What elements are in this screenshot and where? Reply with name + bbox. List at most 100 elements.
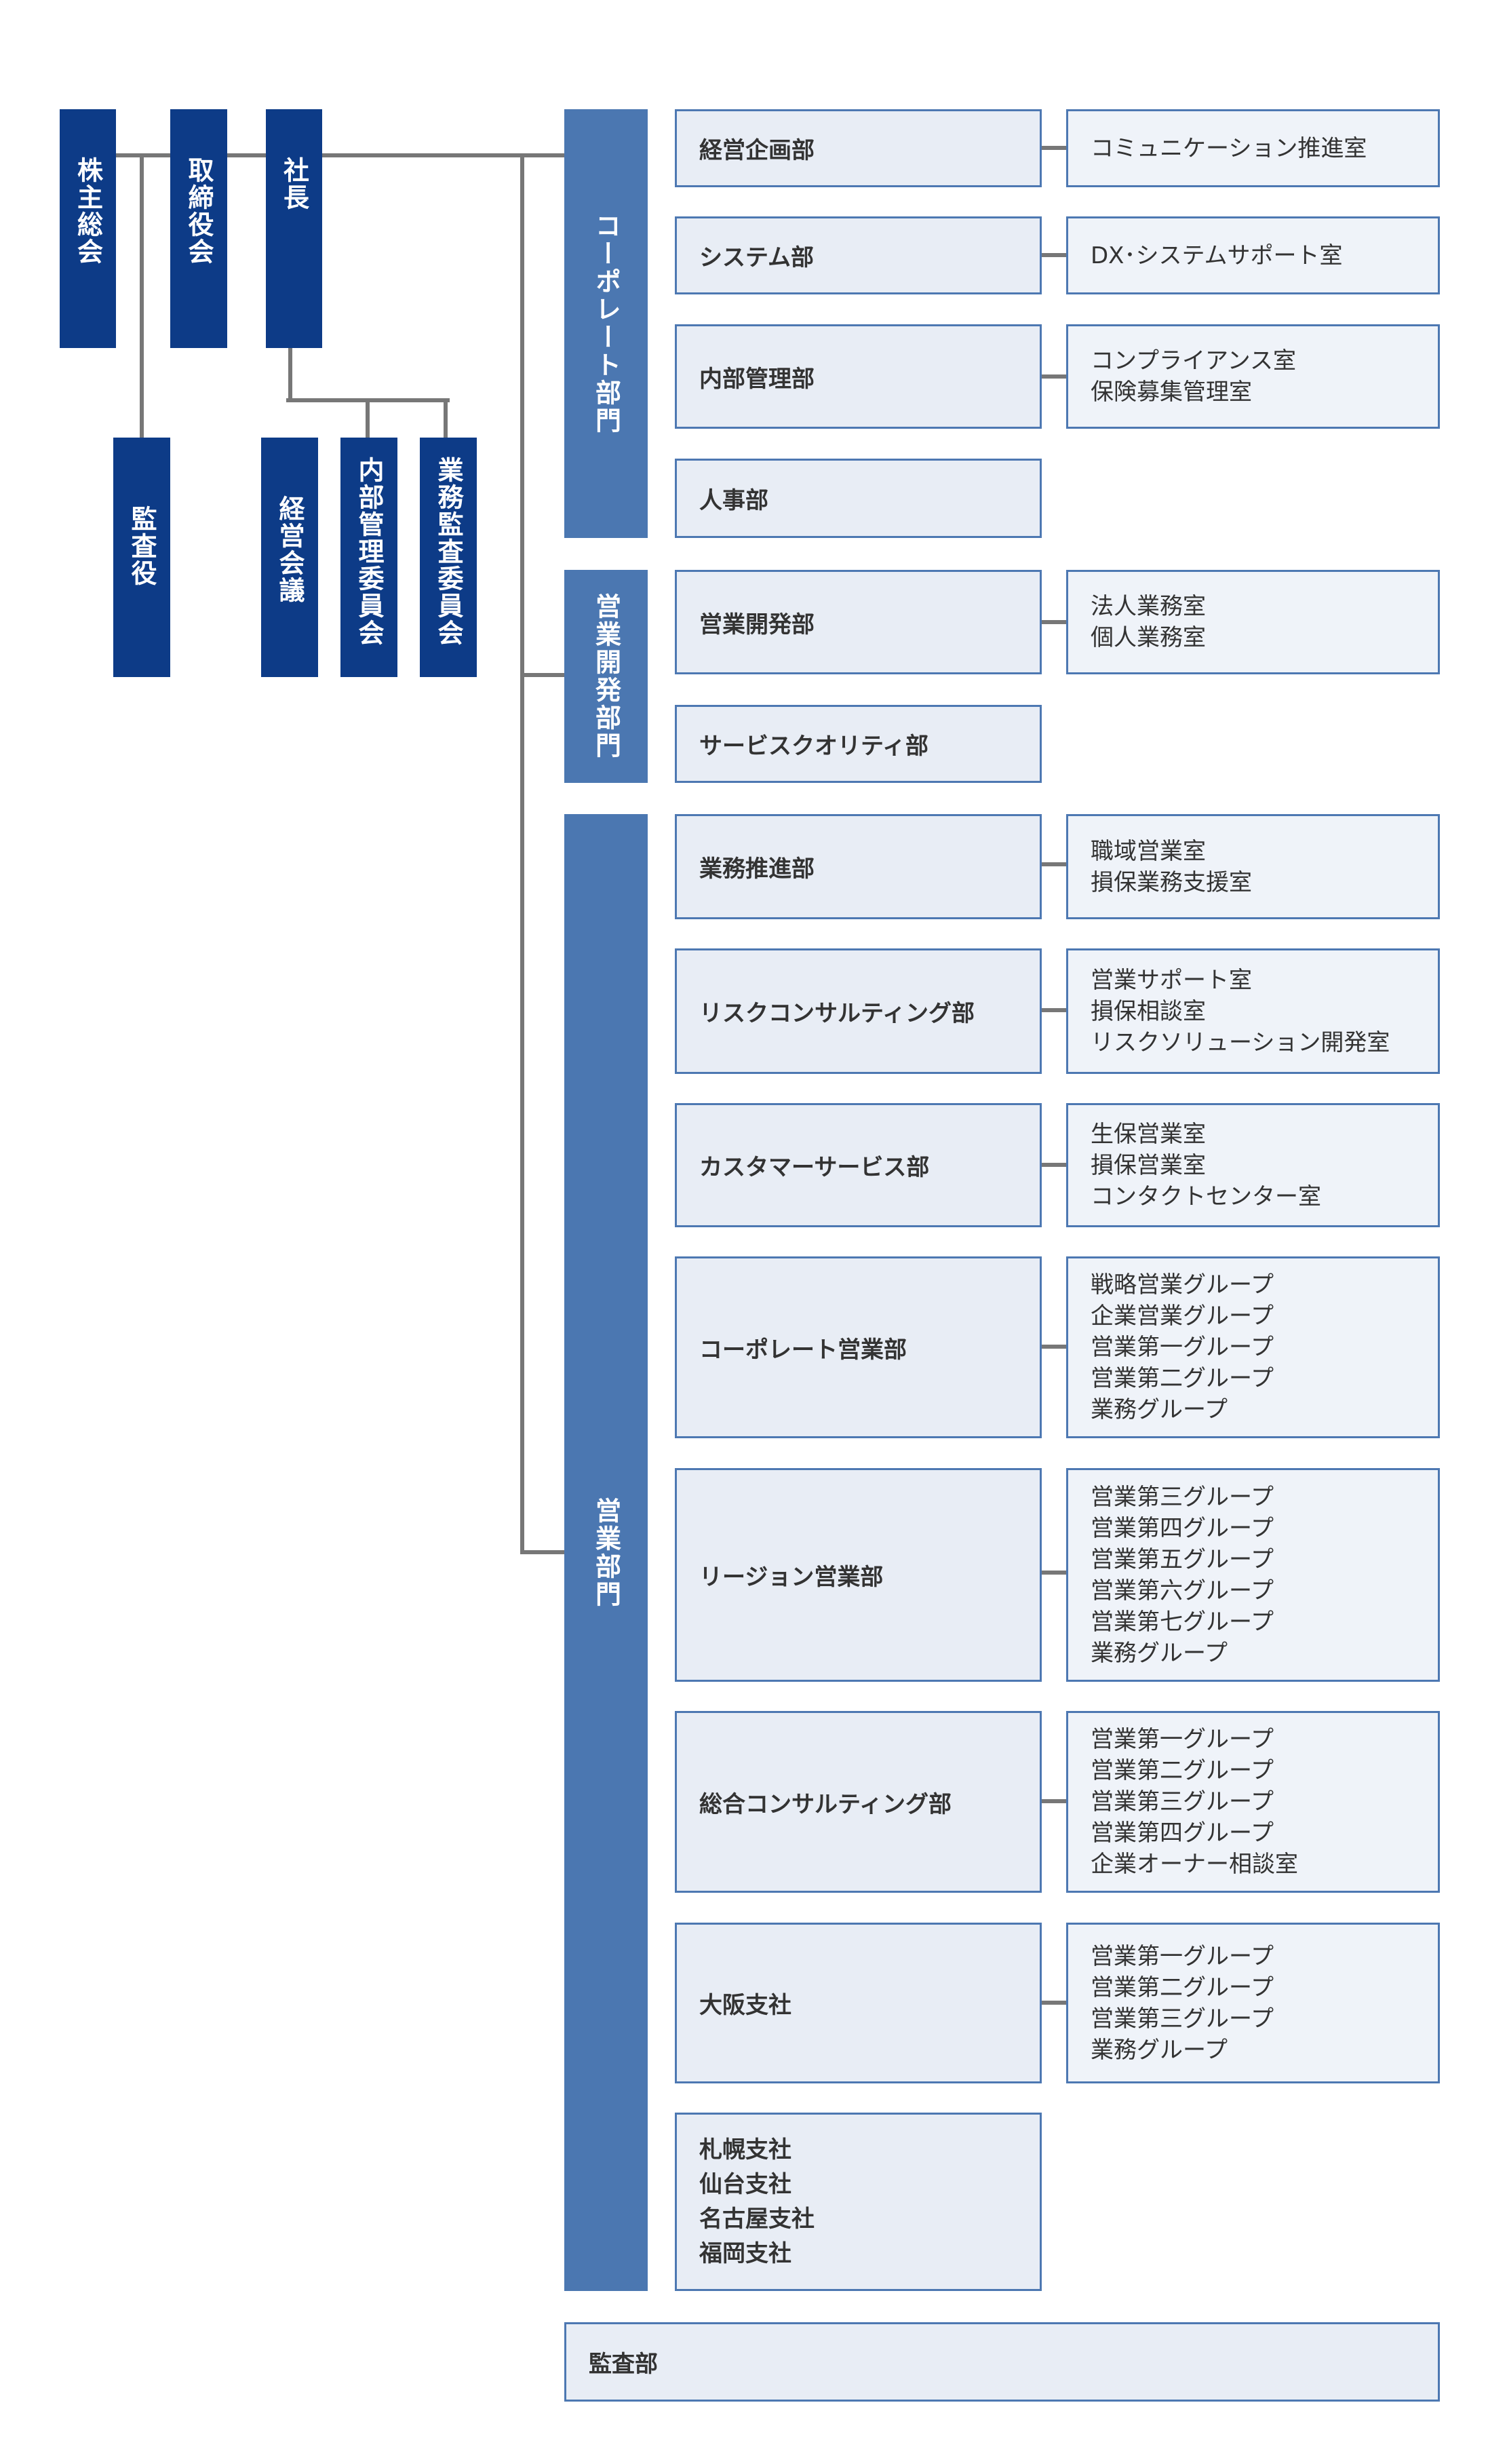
office-item: 業務グループ: [1091, 1396, 1228, 1423]
auditors-box: 監査役: [113, 438, 170, 677]
office-item: 営業第一グループ: [1091, 1334, 1274, 1361]
office-item: 営業第一グループ: [1091, 1942, 1274, 1970]
department-label: 総合コンサルティング部: [699, 1790, 952, 1818]
branch-item: 福岡支社: [699, 2239, 791, 2267]
department-label: コーポレート営業部: [699, 1336, 907, 1364]
office-item: 営業第三グループ: [1091, 1788, 1274, 1815]
corporate-division-box: コーポレート部門: [564, 109, 648, 538]
department-label: 業務推進部: [699, 855, 815, 883]
department-label: 経営企画部: [699, 137, 815, 164]
department-box: カスタマーサービス部: [675, 1103, 1042, 1227]
office-item: リスクソリューション開発室: [1091, 1028, 1390, 1056]
office-item: 企業営業グループ: [1091, 1303, 1274, 1330]
division-label: 営業開発部門: [591, 593, 621, 760]
office-item: 営業サポート室: [1091, 966, 1252, 994]
office-item: 業務グループ: [1091, 1639, 1228, 1667]
audit-department-label: 監査部: [589, 2351, 658, 2378]
department-box: コーポレート営業部: [675, 1256, 1042, 1438]
branch-item: 仙台支社: [699, 2170, 791, 2198]
sales-division-box: 営業部門: [564, 814, 648, 2291]
department-label: システム部: [699, 244, 814, 271]
department-box: サービスクオリティ部: [675, 705, 1042, 783]
office-item: 営業第一グループ: [1091, 1726, 1274, 1753]
office-item: 営業第三グループ: [1091, 1483, 1274, 1511]
office-list: コンプライアンス室 保険募集管理室: [1066, 324, 1440, 429]
department-label: 営業開発部: [699, 611, 815, 638]
office-item: 営業第三グループ: [1091, 2005, 1274, 2033]
office-item: 営業第七グループ: [1091, 1608, 1274, 1636]
office-item: 損保営業室: [1091, 1151, 1206, 1179]
office-item: 企業オーナー相談室: [1091, 1851, 1298, 1878]
office-item: 営業第二グループ: [1091, 1974, 1274, 2001]
office-item: コミュニケーション推進室: [1091, 134, 1367, 162]
office-list: 生保営業室 損保営業室 コンタクトセンター室: [1066, 1103, 1440, 1227]
office-item: コンプライアンス室: [1091, 347, 1296, 374]
department-label: リスクコンサルティング部: [699, 1000, 975, 1027]
office-item: 損保業務支援室: [1091, 868, 1252, 896]
office-item: 営業第五グループ: [1091, 1545, 1274, 1573]
office-list: 職域営業室 損保業務支援室: [1066, 814, 1440, 919]
president-label: 社長: [279, 157, 309, 211]
office-list: 営業第三グループ 営業第四グループ 営業第五グループ 営業第六グループ 営業第七…: [1066, 1468, 1440, 1682]
department-box: リスクコンサルティング部: [675, 948, 1042, 1074]
shareholders-meeting-box: 株主総会: [60, 109, 116, 348]
sales-development-division-box: 営業開発部門: [564, 570, 648, 783]
office-item: 営業第四グループ: [1091, 1514, 1274, 1542]
office-item: DX･システムサポート室: [1091, 242, 1343, 269]
branch-item: 札幌支社: [699, 2136, 791, 2163]
division-label: 営業部門: [591, 1497, 621, 1609]
internal-control-committee-box: 内部管理委員会: [340, 438, 397, 677]
office-item: 個人業務室: [1091, 624, 1206, 651]
division-label: コーポレート部門: [591, 212, 621, 435]
board-of-directors-label: 取締役会: [184, 157, 214, 265]
management-meeting-box: 経営会議: [261, 438, 318, 677]
office-list: 営業サポート室 損保相談室 リスクソリューション開発室: [1066, 948, 1440, 1074]
department-label: サービスクオリティ部: [699, 733, 928, 760]
department-label: 内部管理部: [699, 365, 815, 393]
office-item: 法人業務室: [1091, 593, 1206, 620]
department-label: 人事部: [699, 487, 768, 514]
president-box: 社長: [266, 109, 322, 348]
shareholders-meeting-label: 株主総会: [73, 157, 103, 265]
office-item: 損保相談室: [1091, 997, 1206, 1025]
internal-control-committee-label: 内部管理委員会: [354, 457, 384, 647]
office-list: 営業第一グループ 営業第二グループ 営業第三グループ 営業第四グループ 企業オー…: [1066, 1711, 1440, 1893]
department-label: 大阪支社: [699, 1992, 791, 2019]
branch-item: 名古屋支社: [699, 2205, 815, 2233]
office-list: 営業第一グループ 営業第二グループ 営業第三グループ 業務グループ: [1066, 1923, 1440, 2083]
business-audit-committee-box: 業務監査委員会: [420, 438, 477, 677]
department-box: リージョン営業部: [675, 1468, 1042, 1682]
office-item: 職域営業室: [1091, 837, 1206, 865]
office-item: 営業第二グループ: [1091, 1365, 1274, 1392]
business-audit-committee-label: 業務監査委員会: [433, 457, 463, 647]
department-label: カスタマーサービス部: [699, 1154, 930, 1181]
department-box: 営業開発部: [675, 570, 1042, 674]
management-meeting-label: 経営会議: [275, 495, 305, 604]
department-box: 大阪支社: [675, 1923, 1042, 2083]
office-list: DX･システムサポート室: [1066, 216, 1440, 294]
branch-offices-box: 札幌支社 仙台支社 名古屋支社 福岡支社: [675, 2113, 1042, 2291]
auditors-label: 監査役: [127, 505, 157, 587]
board-of-directors-box: 取締役会: [170, 109, 227, 348]
department-box: 経営企画部: [675, 109, 1042, 187]
office-list: 戦略営業グループ 企業営業グループ 営業第一グループ 営業第二グループ 業務グル…: [1066, 1256, 1440, 1438]
department-box: システム部: [675, 216, 1042, 294]
office-list: 法人業務室 個人業務室: [1066, 570, 1440, 674]
department-box: 業務推進部: [675, 814, 1042, 919]
office-item: 業務グループ: [1091, 2036, 1228, 2064]
office-item: 保険募集管理室: [1091, 379, 1252, 406]
audit-department-box: 監査部: [564, 2322, 1440, 2402]
office-item: 戦略営業グループ: [1091, 1271, 1274, 1298]
department-box: 内部管理部: [675, 324, 1042, 429]
department-label: リージョン営業部: [699, 1564, 884, 1591]
office-item: 営業第六グループ: [1091, 1577, 1274, 1604]
office-item: 営業第四グループ: [1091, 1820, 1274, 1847]
department-box: 総合コンサルティング部: [675, 1711, 1042, 1893]
department-box: 人事部: [675, 459, 1042, 538]
office-item: 営業第二グループ: [1091, 1757, 1274, 1784]
office-item: 生保営業室: [1091, 1120, 1206, 1148]
office-list: コミュニケーション推進室: [1066, 109, 1440, 187]
office-item: コンタクトセンター室: [1091, 1182, 1321, 1210]
